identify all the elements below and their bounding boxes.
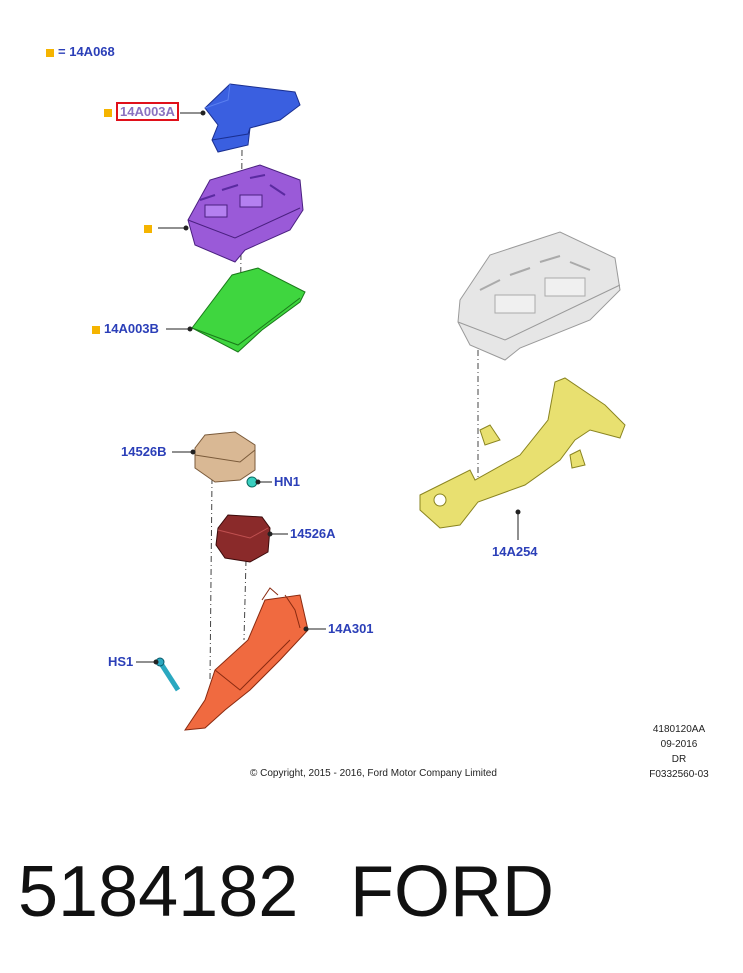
- callout-14A003A-label: 14A003A: [116, 102, 179, 121]
- meta-line-2: 09-2016: [660, 739, 698, 750]
- callout-14A003B-label: 14A003B: [104, 321, 159, 336]
- relay-14526A: [215, 514, 271, 563]
- callout-14A003B: 14A003B: [92, 321, 159, 337]
- copyright-notice: © Copyright, 2015 - 2016, Ford Motor Com…: [250, 768, 497, 779]
- callout-14A003A: 14A003A: [104, 102, 179, 121]
- module-purple: [187, 164, 304, 263]
- part-number: 5184182: [18, 852, 299, 932]
- meta-line-1: 4180120AA: [652, 724, 706, 735]
- callout-14A254: 14A254: [492, 544, 538, 559]
- relay-14526B: [194, 431, 256, 483]
- marker-square-icon: [92, 325, 100, 334]
- marker-square-icon: [104, 108, 112, 117]
- bolt-HS1: [155, 657, 181, 692]
- base-plate-14A003B: [191, 267, 306, 353]
- brand-name: FORD: [350, 852, 554, 932]
- callout-module-marker: [144, 220, 156, 236]
- exploded-parts-diagram: [136, 83, 626, 731]
- fuse-box-ghost: [457, 231, 621, 361]
- drawing-meta: 4180120AA 09-2016 DR F0332560-03: [640, 722, 718, 782]
- meta-line-4: F0332560-03: [649, 769, 709, 780]
- callout-14526B: 14526B: [121, 444, 167, 459]
- marker-square-icon: [144, 224, 152, 233]
- leader-lines: [136, 110, 521, 665]
- bracket-14A301: [183, 587, 309, 731]
- legend: = 14A068: [46, 44, 115, 60]
- callout-HS1: HS1: [108, 654, 134, 669]
- callout-HN1: HN1: [274, 474, 301, 489]
- legend-code: 14A068: [69, 44, 115, 59]
- marker-square-icon: [46, 48, 54, 57]
- legend-symbol: =: [58, 44, 66, 59]
- callout-14A301: 14A301: [328, 621, 374, 636]
- cover-14A003A: [204, 83, 301, 153]
- meta-line-3: DR: [671, 754, 687, 765]
- bracket-14A254: [419, 377, 626, 529]
- callout-14526A: 14526A: [290, 526, 336, 541]
